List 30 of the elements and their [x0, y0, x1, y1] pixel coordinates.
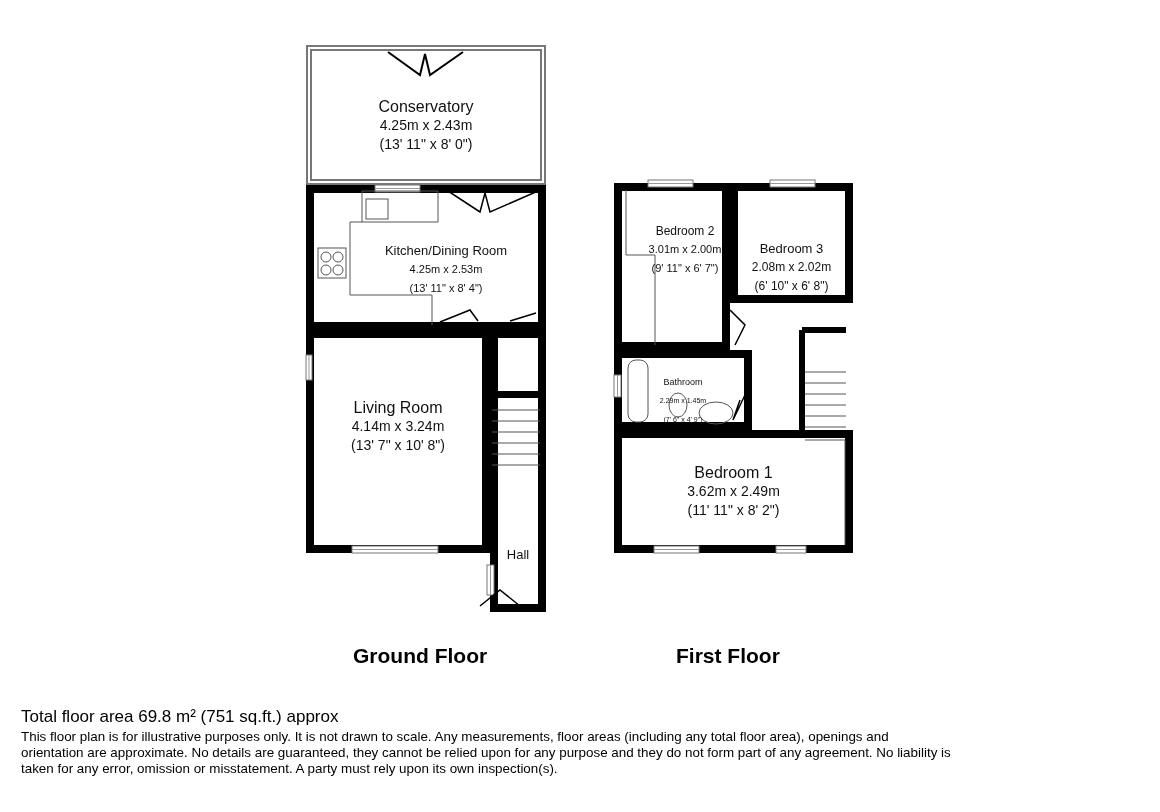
total-area-text: Total floor area 69.8 m² (751 sq.ft.) approx: [21, 707, 339, 728]
room-outline: [614, 350, 752, 430]
room-name: Bedroom 3: [759, 242, 824, 257]
room-dimensions-imperial: (13' 11" x 8' 0"): [379, 135, 473, 152]
room-dimensions: 4.25m x 2.53m: [409, 263, 483, 277]
floor-title: First Floor: [676, 643, 780, 669]
room-name: Conservatory: [378, 98, 474, 117]
room-outline: [490, 330, 546, 612]
room-name: Hall: [506, 548, 530, 563]
room-name: Bathroom: [663, 377, 703, 388]
room-dimensions-imperial: (6' 10" x 6' 8"): [754, 279, 829, 294]
room-dimensions: 2.08m x 2.02m: [751, 261, 832, 276]
room-dimensions: 4.14m x 3.24m: [351, 418, 445, 435]
disclaimer-text: This floor plan is for illustrative purposes only. It is not drawn to scale. Any measurements, floor areas (including any total floor area), openings and orientation are approximate. No details are guaranteed, they cannot be relied upon for any purpose and they do not form part of any agreement. No liability is taken for any error, omission or misstatement. A party must rely upon its own inspection(s).: [21, 729, 951, 778]
room-name: Living Room: [353, 399, 443, 418]
floor-title: Ground Floor: [353, 643, 488, 669]
room-dimensions: 4.25m x 2.43m: [379, 117, 473, 134]
room-outline: [306, 185, 546, 330]
room-dimensions-imperial: (13' 7" x 10' 8"): [351, 436, 445, 453]
room-outline: [614, 183, 730, 350]
room-outline: [730, 183, 853, 303]
room-dimensions: 3.62m x 2.49m: [687, 483, 780, 500]
room-dimensions-imperial: (13' 11" x 8' 4"): [409, 281, 483, 295]
room-dimensions: 3.01m x 2.00m: [648, 243, 722, 257]
room-dimensions-imperial: (11' 11" x 8' 2"): [687, 501, 780, 518]
room-name: Bedroom 1: [694, 464, 773, 483]
room-dimensions-imperial: (9' 11" x 6' 7"): [651, 261, 719, 275]
room-name: Bedroom 2: [655, 225, 715, 239]
room-outline: [306, 45, 546, 185]
room-name: Kitchen/Dining Room: [384, 244, 508, 259]
